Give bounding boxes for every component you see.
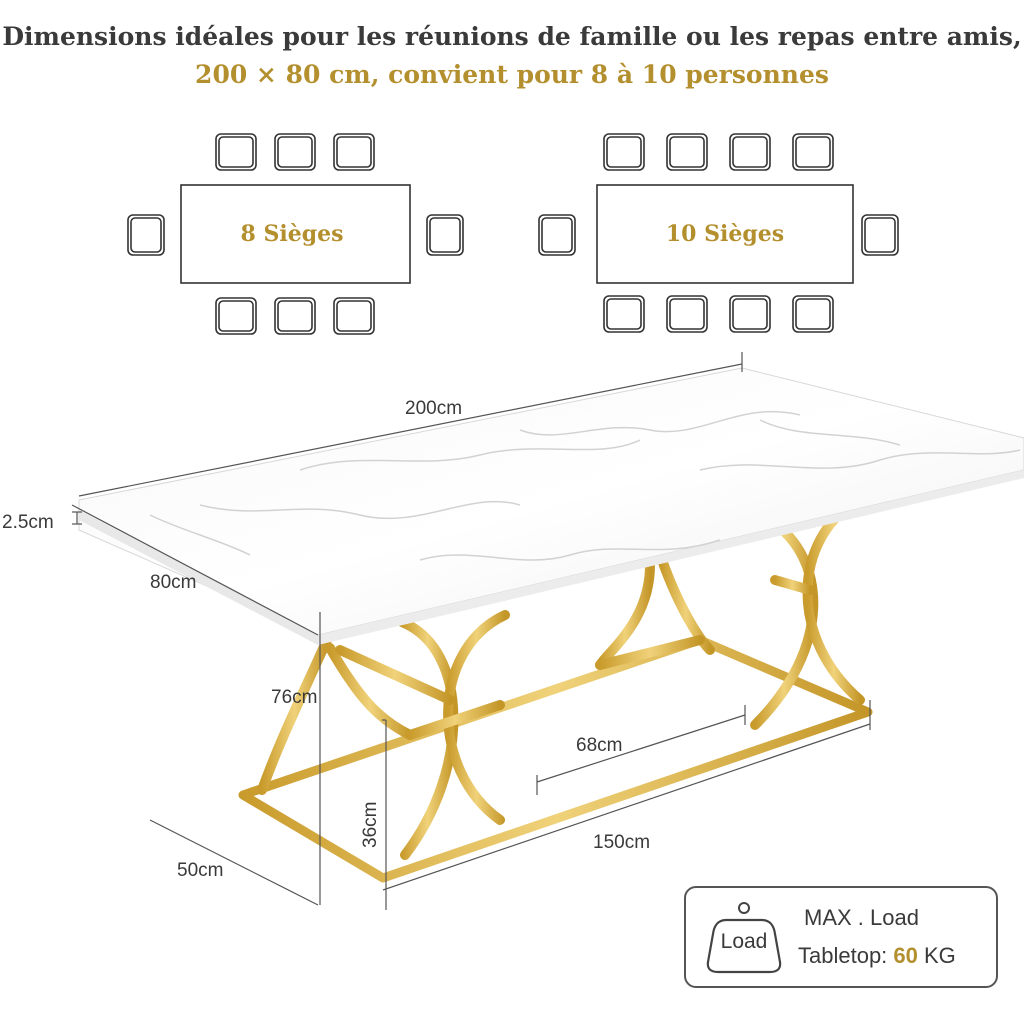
chair-icon — [274, 297, 316, 335]
chair-icon — [215, 133, 257, 171]
seating-layout-8 — [127, 133, 464, 335]
dimension-base-width: 50cm — [177, 860, 223, 881]
gold-base-frame — [238, 635, 873, 883]
dimension-base-length: 150cm — [593, 832, 650, 853]
dimension-lines — [71, 352, 871, 910]
seating-label-10: 10 Sièges — [666, 221, 784, 247]
chair-icon — [666, 295, 708, 333]
chair-icon — [127, 214, 165, 256]
chair-icon — [603, 295, 645, 333]
headline-line-1: Dimensions idéales pour les réunions de … — [2, 22, 1022, 51]
chair-icon — [215, 297, 257, 335]
table-top-view-8 — [180, 184, 411, 284]
chair-icon — [666, 133, 708, 171]
seating-label-8: 8 Sièges — [241, 221, 344, 247]
table-illustration — [71, 352, 1024, 910]
dimension-inner-width: 68cm — [576, 735, 622, 756]
max-load-prefix: Tabletop: — [798, 943, 894, 968]
chair-icon — [792, 133, 834, 171]
dimension-base-height: 36cm — [360, 802, 381, 848]
seating-layout-10 — [538, 133, 899, 333]
marble-veins — [149, 410, 1021, 561]
gold-legs — [257, 493, 865, 860]
max-load-value: 60 — [893, 943, 918, 968]
chair-icon — [729, 295, 771, 333]
dimension-length: 200cm — [405, 398, 462, 419]
dimension-width: 80cm — [150, 572, 196, 593]
max-load-box: Load MAX . Load Tabletop: 60 KG — [684, 886, 998, 988]
dimension-thickness: 2.5cm — [2, 512, 54, 533]
chair-icon — [729, 133, 771, 171]
max-load-title: MAX . Load — [804, 905, 919, 930]
chair-icon — [426, 214, 464, 256]
max-load-line: Tabletop: 60 KG — [798, 943, 956, 969]
chair-icon — [792, 295, 834, 333]
max-load-unit: KG — [917, 943, 956, 968]
chair-icon — [274, 133, 316, 171]
weight-icon — [706, 902, 782, 974]
weight-icon-label: Load — [720, 930, 768, 953]
chair-icon — [603, 133, 645, 171]
headline-line-2: 200 × 80 cm, convient pour 8 à 10 person… — [195, 60, 829, 89]
chair-icon — [538, 214, 576, 256]
dimension-height: 76cm — [271, 687, 317, 708]
chair-icon — [861, 214, 899, 256]
table-top-view-10 — [596, 184, 854, 284]
chair-icon — [333, 133, 375, 171]
chair-icon — [333, 297, 375, 335]
